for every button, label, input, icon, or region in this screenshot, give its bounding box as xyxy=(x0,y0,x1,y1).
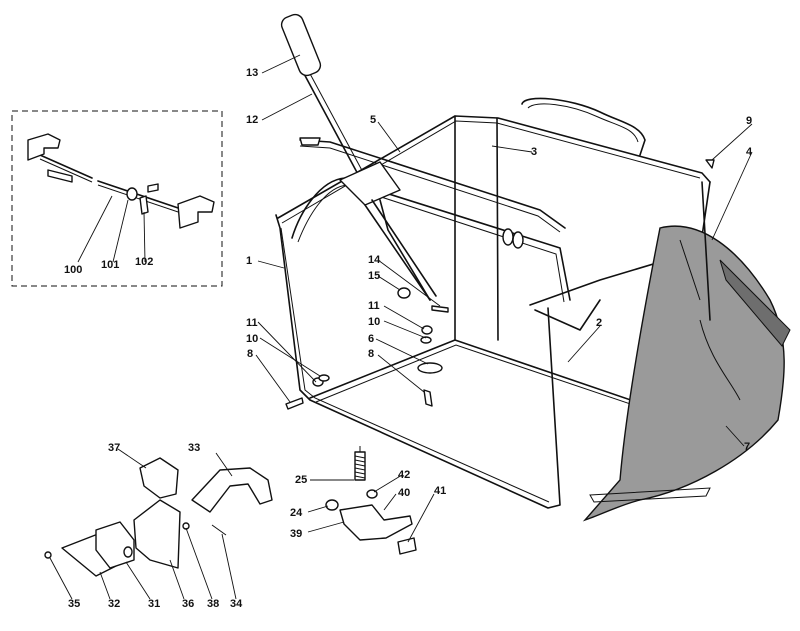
inset-bolt xyxy=(147,183,159,193)
screw-35 xyxy=(44,551,52,559)
bracket-5-end xyxy=(299,137,321,146)
inset-left-bracket xyxy=(27,133,61,161)
rear-loop-handle xyxy=(521,97,646,156)
bag-rod xyxy=(701,181,711,321)
callout-11-left: 11 xyxy=(246,317,258,329)
washer-10 xyxy=(420,336,432,344)
pin-9 xyxy=(705,159,715,169)
nut-24 xyxy=(325,499,339,511)
lever-lower-arm xyxy=(364,199,437,301)
callout-42: 42 xyxy=(398,469,410,481)
block-31 xyxy=(95,521,135,569)
bolt-41 xyxy=(397,537,417,555)
callout-37: 37 xyxy=(108,442,120,454)
callout-40: 40 xyxy=(398,487,410,499)
lever-grip xyxy=(280,13,322,77)
bracket-37 xyxy=(139,457,179,499)
callout-labels: 1 2 3 4 5 6 7 8 8 9 10 10 11 11 12 13 14… xyxy=(64,67,753,610)
callout-100: 100 xyxy=(64,264,82,276)
lever-bracket xyxy=(339,161,401,206)
callout-8-left: 8 xyxy=(247,348,253,360)
callout-13: 13 xyxy=(246,67,258,79)
frame-top-rim xyxy=(277,115,711,219)
callout-101: 101 xyxy=(101,259,119,271)
callout-39: 39 xyxy=(290,528,302,540)
callout-11-center: 11 xyxy=(368,300,380,312)
bolt-14 xyxy=(431,305,449,313)
callout-2: 2 xyxy=(596,317,602,329)
latch-assembly xyxy=(44,457,273,577)
frame-back-bottom xyxy=(309,339,663,419)
bolt-8b xyxy=(423,389,433,407)
inset-shaft xyxy=(39,154,191,213)
callout-102: 102 xyxy=(135,256,153,268)
callout-1: 1 xyxy=(246,255,252,267)
nut-11 xyxy=(421,325,433,335)
callout-3: 3 xyxy=(531,146,537,158)
callout-9: 9 xyxy=(746,115,752,127)
collector-frame xyxy=(275,97,711,509)
callout-25: 25 xyxy=(295,474,307,486)
callout-5: 5 xyxy=(370,114,376,126)
callout-33: 33 xyxy=(188,442,200,454)
lever-rod xyxy=(301,69,361,179)
washer-10b xyxy=(318,374,330,382)
callout-4: 4 xyxy=(746,146,753,158)
callout-32: 32 xyxy=(108,598,120,610)
nut-15 xyxy=(397,287,411,299)
callout-36: 36 xyxy=(182,598,194,610)
pivot-rod xyxy=(369,187,571,301)
callout-12: 12 xyxy=(246,114,258,126)
grass-bag xyxy=(582,181,791,522)
latch-lever-33 xyxy=(191,467,273,513)
callout-10-left: 10 xyxy=(246,333,258,345)
callout-8-center: 8 xyxy=(368,348,374,360)
callout-6: 6 xyxy=(368,333,374,345)
callout-35: 35 xyxy=(68,598,80,610)
bag-body xyxy=(582,225,785,522)
bolt-8a xyxy=(285,397,304,410)
bracket-40 xyxy=(339,504,413,541)
frame-right-rim xyxy=(529,181,711,306)
callout-41: 41 xyxy=(434,485,446,497)
callout-34: 34 xyxy=(230,598,243,610)
callout-14: 14 xyxy=(368,254,381,266)
spring-assembly xyxy=(325,446,417,555)
callout-38: 38 xyxy=(207,598,219,610)
callout-31: 31 xyxy=(148,598,160,610)
hardware xyxy=(285,137,715,410)
frame-left-bottom xyxy=(275,214,561,509)
inset-frame xyxy=(11,110,223,287)
callout-10-center: 10 xyxy=(368,316,380,328)
leader-lines xyxy=(49,54,753,600)
inset-detail xyxy=(11,110,223,287)
callout-15: 15 xyxy=(368,270,380,282)
lever-assembly xyxy=(280,13,437,301)
inset-pin xyxy=(139,195,149,215)
callout-7: 7 xyxy=(744,441,750,453)
bag-flap xyxy=(719,259,791,347)
inset-clip xyxy=(126,187,138,201)
housing-36 xyxy=(133,499,181,569)
callout-24: 24 xyxy=(290,507,303,519)
cross-bar xyxy=(299,139,566,229)
side-handle xyxy=(291,177,346,239)
plate-6 xyxy=(417,362,443,374)
pin-34 xyxy=(211,524,227,536)
inset-right-bracket xyxy=(177,195,215,229)
